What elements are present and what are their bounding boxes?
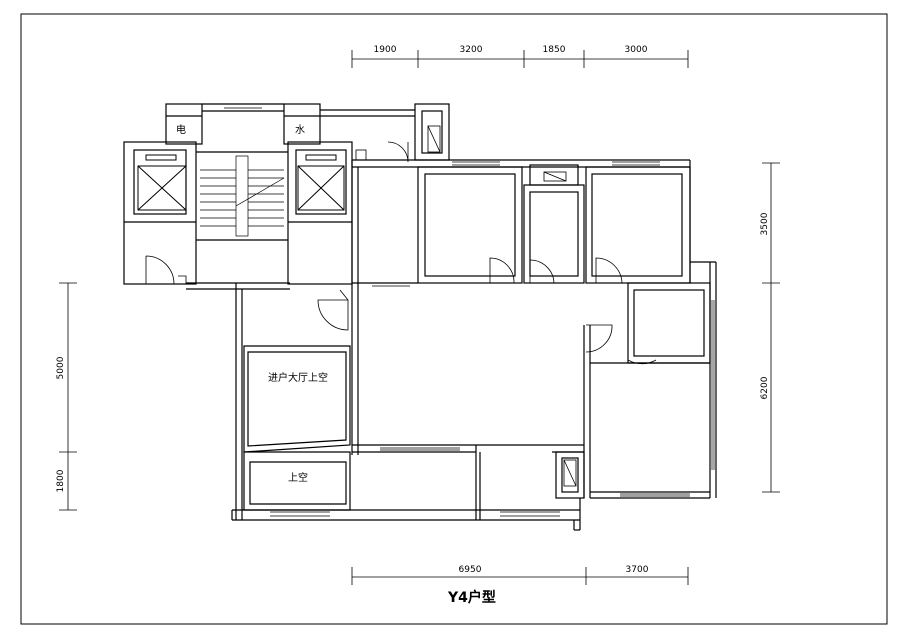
elevator-right — [297, 154, 345, 211]
plan-title: Y4户型 — [447, 589, 496, 606]
dimension-left — [59, 282, 77, 511]
dimension-top — [351, 50, 689, 68]
dimension-right — [762, 162, 780, 493]
room-label-water: 水 — [295, 124, 305, 136]
room-label-foyer-void: 进户大厅上空 — [268, 371, 328, 384]
windows — [224, 107, 715, 517]
dim-right-1: 3500 — [760, 212, 770, 235]
dim-top-3: 1850 — [543, 45, 566, 55]
dim-top-2: 3200 — [460, 45, 483, 55]
dim-bottom-1: 6950 — [459, 565, 482, 575]
doors — [145, 141, 657, 365]
walls — [123, 103, 717, 531]
dim-left-2: 1800 — [56, 469, 66, 492]
dim-top-4: 3000 — [625, 45, 648, 55]
elevator-left — [137, 154, 187, 211]
room-label-electric: 电 — [176, 123, 186, 136]
room-label-void: 上空 — [288, 471, 308, 484]
dim-right-2: 6200 — [760, 376, 770, 399]
shaft-symbols — [355, 125, 577, 487]
stairs — [200, 155, 285, 237]
dimension-bottom — [351, 567, 689, 585]
drawing-frame — [20, 13, 888, 625]
dim-top-1: 1900 — [374, 45, 397, 55]
dim-left-1: 5000 — [56, 356, 66, 379]
dim-bottom-2: 3700 — [626, 565, 649, 575]
